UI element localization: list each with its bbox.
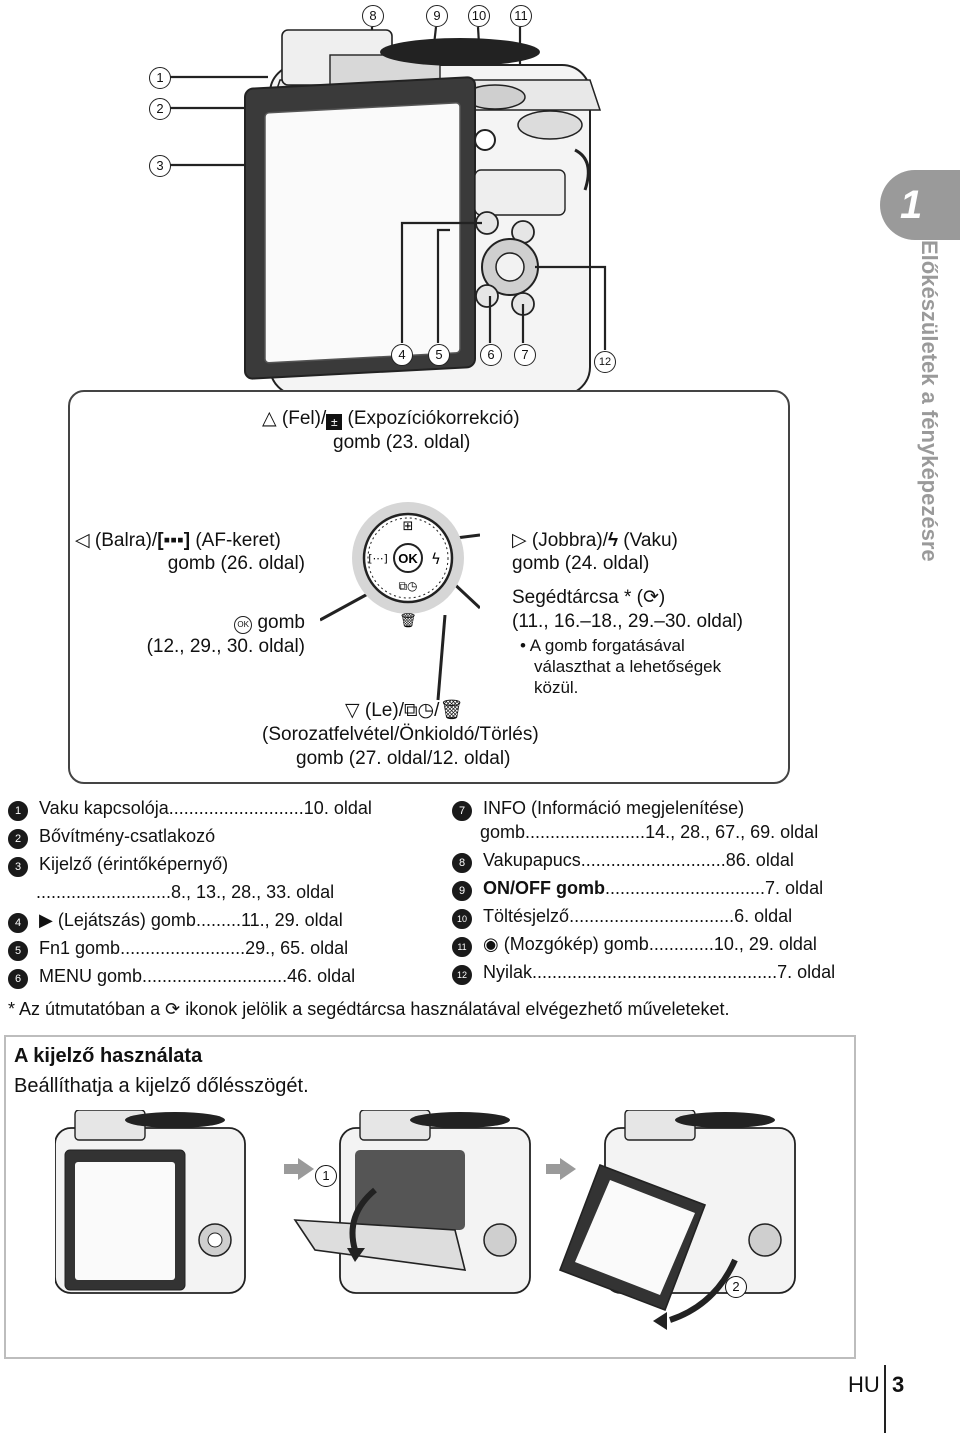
camera-1 [55, 1110, 246, 1294]
legend-item-11: 11 ◉ (Mozgókép) gomb.............10., 29… [452, 933, 817, 957]
callout-4: 4 [391, 344, 413, 366]
display-box-title: A kijelző használata [14, 1045, 203, 1067]
footer-language: HU [848, 1372, 880, 1397]
right-button-page: gomb (24. oldal) [512, 553, 650, 574]
callout-2: 2 [149, 98, 171, 120]
svg-text:ϟ: ϟ [431, 550, 441, 568]
step-2-marker: 2 [725, 1276, 747, 1298]
display-usage-box [4, 1035, 856, 1359]
down-button-page: gomb (27. oldal/12. oldal) [296, 748, 511, 769]
callout-7: 7 [514, 344, 536, 366]
ok-button-page: (12., 29., 30. oldal) [146, 636, 305, 657]
right-button-label: ▷ (Jobbra)/ϟ (Vaku) [512, 530, 678, 551]
step-1-marker: 1 [315, 1165, 337, 1187]
flash-icon: ϟ [607, 530, 618, 551]
display-tilt-illustrations [55, 1110, 796, 1330]
up-button-label: △ (Fel)/± (Expozíciókorrekció) [262, 408, 520, 430]
legend-item-12: 12 Nyilak...............................… [452, 961, 835, 985]
left-button-page: gomb (26. oldal) [167, 553, 305, 574]
footer-separator [884, 1365, 886, 1433]
play-icon: ▶ [39, 910, 53, 930]
legend-item-10: 10 Töltésjelző..........................… [452, 905, 792, 929]
ok-icon: OK [234, 616, 253, 634]
dial-page: (11., 16.–18., 29.–30. oldal) [512, 611, 743, 632]
legend-item-1: 1 Vaku kapcsolója.......................… [8, 797, 372, 821]
control-dial-diagram: OK ⊞ [⋯] ϟ ⧉◷ 🗑 [320, 502, 480, 629]
up-button-page: gomb (23. oldal) [333, 432, 471, 453]
dial-note-3: közül. [534, 678, 579, 697]
svg-text:🗑: 🗑 [399, 613, 417, 629]
legend-item-4: 4 ▶ (Lejátszás) gomb.........11., 29. ol… [8, 909, 343, 933]
callout-8: 8 [362, 5, 384, 27]
display-box-subtitle: Beállíthatja a kijelző dőlésszögét. [14, 1075, 309, 1097]
legend-item-7-page: gomb........................14., 28., 67… [480, 822, 819, 842]
drive-selftimer-delete-icon: ⧉◷/🗑 [403, 700, 464, 721]
legend-item-8: 8 Vakupapucs............................… [452, 849, 794, 873]
af-frame-icon: [▪▪▪] [157, 530, 191, 551]
callout-3: 3 [149, 155, 171, 177]
camera-2 [293, 1110, 531, 1294]
callout-9: 9 [426, 5, 448, 27]
chapter-tab [880, 170, 960, 240]
footnote: * Az útmutatóban a ⟳ ikonok jelölik a se… [8, 999, 730, 1019]
dial-note-2: választhat a lehetőségek [534, 657, 722, 676]
svg-text:⧉◷: ⧉◷ [398, 579, 418, 593]
legend-item-5: 5 Fn1 gomb.........................29., … [8, 937, 348, 961]
footer-page-number: 3 [892, 1372, 905, 1397]
callout-12: 12 [594, 351, 616, 373]
dial-icon: ⟳ [165, 999, 181, 1019]
callout-5: 5 [428, 344, 450, 366]
camera-back-illustration [170, 26, 607, 396]
legend-item-3: 3 Kijelző (érintőképernyő) [8, 853, 228, 877]
callout-10: 10 [468, 5, 490, 27]
down-button-label: ▽ (Le)/⧉◷/🗑 [345, 700, 464, 721]
legend-item-6: 6 MENU gomb.............................… [8, 965, 355, 989]
triangle-up-icon: △ [262, 408, 277, 429]
svg-text:⊞: ⊞ [403, 519, 414, 534]
chapter-number: 1 [900, 183, 923, 227]
triangle-right-icon: ▷ [512, 530, 527, 551]
dial-icon: ⟳ [642, 587, 659, 608]
legend-item-7: 7 INFO (Információ megjelenítése) [452, 797, 744, 821]
next-step-arrow-1 [284, 1158, 314, 1180]
movie-icon: ◉ [483, 934, 499, 954]
callout-1: 1 [149, 67, 171, 89]
callout-6: 6 [480, 344, 502, 366]
dial-label: Segédtárcsa * (⟳) [512, 587, 666, 608]
ok-button-label: OK gomb [145, 612, 305, 634]
next-step-arrow-2 [546, 1158, 576, 1180]
ok-center-label: OK [398, 551, 418, 566]
legend-item-2: 2 Bővítmény-csatlakozó [8, 825, 215, 849]
left-button-label: ◁ (Balra)/[▪▪▪] (AF-keret) [75, 530, 281, 551]
callout-11: 11 [510, 5, 532, 27]
down-leader-line [436, 615, 447, 701]
chapter-title: Előkészületek a fényképezésre [917, 240, 942, 562]
triangle-left-icon: ◁ [75, 530, 90, 551]
camera-3 [558, 1110, 796, 1330]
exposure-icon: ± [326, 414, 343, 430]
triangle-down-icon: ▽ [345, 700, 360, 721]
legend-item-3-page: ...........................8., 13., 28.,… [36, 882, 335, 902]
svg-text:[⋯]: [⋯] [368, 552, 388, 565]
down-button-desc: (Sorozatfelvétel/Önkioldó/Törlés) [262, 724, 539, 745]
dial-note-1: • A gomb forgatásával [520, 636, 685, 655]
legend-item-9: 9 ON/OFF gomb...........................… [452, 877, 823, 901]
